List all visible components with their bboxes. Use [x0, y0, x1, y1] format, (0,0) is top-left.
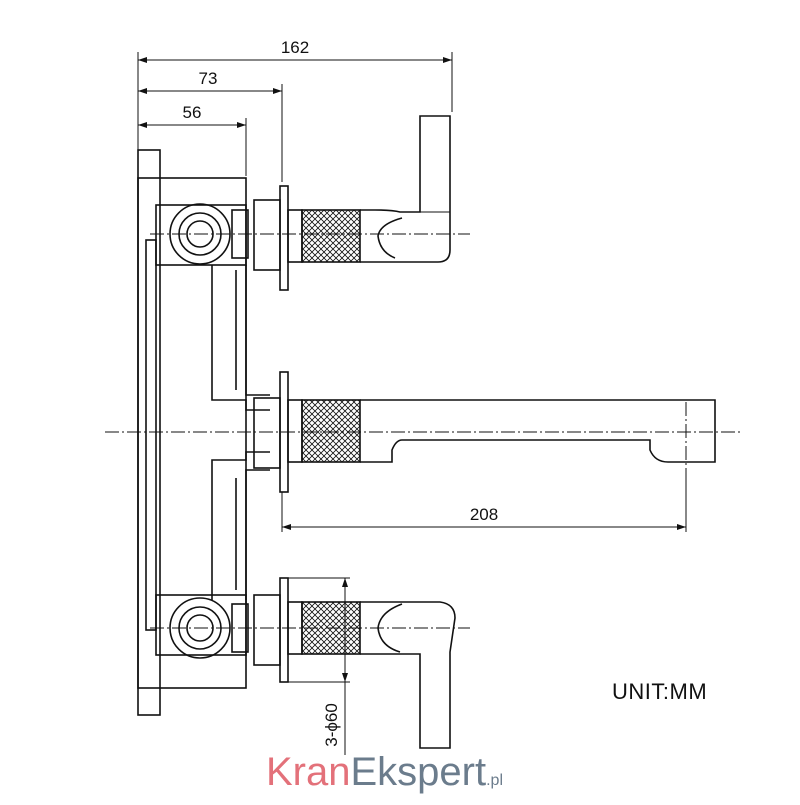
dimension-73: 73	[138, 69, 283, 182]
dim-label-162: 162	[281, 38, 309, 57]
brand-part-1: Kran	[266, 750, 351, 794]
brand-part-2: Ekspert	[350, 750, 487, 794]
dim-label-56: 56	[183, 103, 202, 122]
dimension-208: 208	[281, 470, 687, 532]
dim-label-diameter: 3-ϕ60	[322, 703, 341, 747]
spout	[253, 371, 716, 493]
mounting-box	[137, 149, 247, 716]
brand-watermark: KranEkspert.pl	[266, 748, 503, 805]
bottom-handle	[253, 577, 456, 749]
dim-label-73: 73	[199, 69, 218, 88]
dim-label-208: 208	[470, 505, 498, 524]
dimension-162: 162	[137, 38, 453, 150]
top-handle	[253, 115, 451, 291]
dimension-56: 56	[138, 103, 247, 176]
center-lines	[105, 233, 740, 629]
unit-label: UNIT:MM	[612, 679, 708, 704]
dimension-diameter: 3-ϕ60	[284, 577, 350, 755]
brand-part-3: .pl	[486, 772, 504, 789]
